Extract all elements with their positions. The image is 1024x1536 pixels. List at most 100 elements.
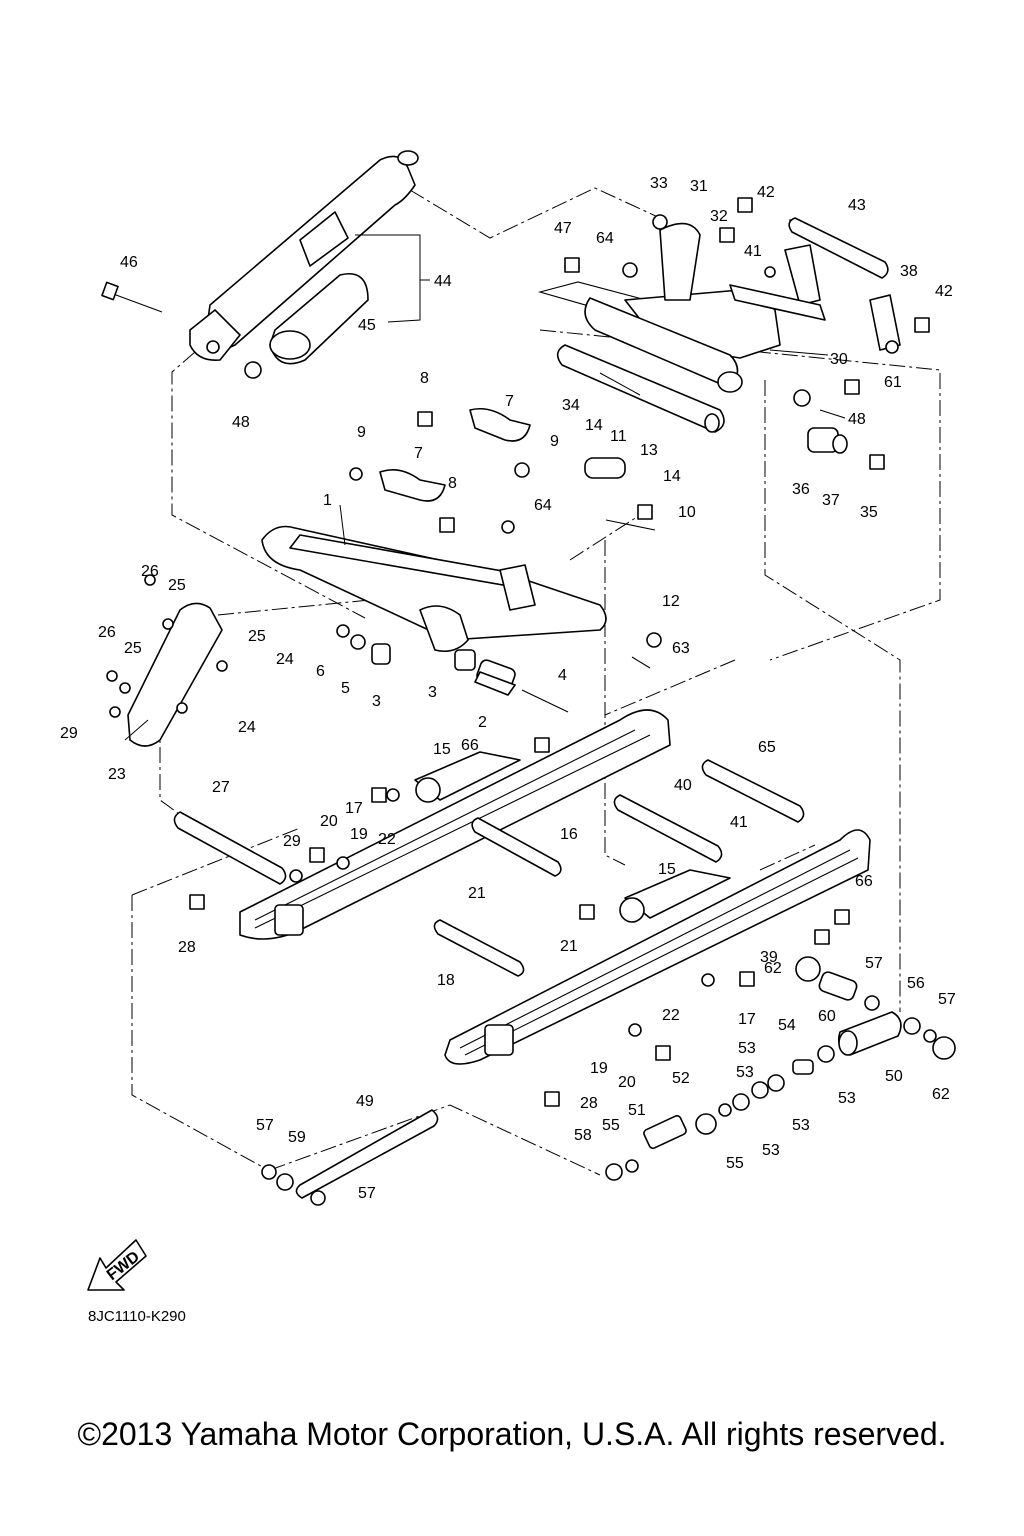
callout-label: 25 [248,628,266,645]
callout-label: 21 [468,885,486,902]
callout-label: 57 [938,991,956,1008]
callout-label: 61 [884,374,902,391]
callout-label: 19 [590,1060,608,1077]
shafts [173,217,889,1199]
callout-label: 26 [141,563,159,580]
callout-label: 64 [596,230,614,247]
callout-label: 17 [345,800,363,817]
callout-label: 62 [764,960,782,977]
callout-label: 34 [562,397,580,414]
callout-label: 53 [736,1064,754,1081]
link-plate [106,574,228,747]
callout-label: 8 [448,475,457,492]
callout-label: 55 [726,1155,744,1172]
callout-label: 39 [760,949,778,966]
callout-label: 20 [618,1074,636,1091]
callout-label: 29 [60,725,78,742]
leader-lines [124,234,846,741]
callout-label: 66 [855,873,873,890]
callout-label: 42 [935,283,953,300]
callout-label: 56 [907,975,925,992]
callout-label: 54 [778,1017,796,1034]
callout-label: 32 [710,208,728,225]
callout-label: 29 [283,833,301,850]
callout-label: 18 [437,972,455,989]
front-arm-assembly [261,407,662,713]
callout-label: 3 [372,693,381,710]
callout-label: 53 [792,1117,810,1134]
callout-label: 6 [316,663,325,680]
callout-label: 53 [738,1040,756,1057]
callout-label: 62 [932,1086,950,1103]
callout-label: 19 [350,826,368,843]
callout-label: 17 [738,1011,756,1028]
callout-label: 45 [358,317,376,334]
callout-label: 59 [288,1129,306,1146]
callout-label: 66 [461,737,479,754]
callout-label: 41 [730,814,748,831]
forward-arrow-icon: FWD [87,1239,147,1291]
callout-label: 4 [558,667,567,684]
callout-label: 23 [108,766,126,783]
callout-label: 12 [662,593,680,610]
callout-label: 53 [838,1090,856,1107]
callout-label: 64 [534,497,552,514]
rear-arm-assembly [537,214,901,454]
callout-label: 47 [554,220,572,237]
callout-label: 1 [323,492,332,509]
callout-label: 48 [848,411,866,428]
callout-label: 11 [610,428,627,445]
slide-rails [239,709,871,1065]
callout-label: 8 [420,370,429,387]
callout-label: 24 [276,651,294,668]
callout-label: 28 [580,1095,598,1112]
callout-label: 36 [792,481,810,498]
callout-label: 35 [860,504,878,521]
callout-label: 7 [414,445,423,462]
callout-label: 7 [505,393,514,410]
callout-label: 30 [830,351,848,368]
callout-label: 40 [674,777,692,794]
callout-label: 51 [628,1102,646,1119]
callout-label: 16 [560,826,578,843]
callout-label: 28 [178,939,196,956]
callout-label: 22 [662,1007,680,1024]
callout-label: 14 [585,417,603,434]
callout-label: 43 [848,197,866,214]
callout-label: 15 [433,741,451,758]
callout-label: 38 [900,263,918,280]
callout-label: 25 [168,577,186,594]
callout-label: 65 [758,739,776,756]
rear-shock-absorber [101,150,419,379]
callout-label: 25 [124,640,142,657]
callout-labels: 1 2 3 3 4 5 6 7 7 8 8 9 9 10 11 12 13 14… [60,175,956,1202]
callout-label: 57 [358,1185,376,1202]
assembly-guide-lines [131,187,941,1176]
callout-label: 50 [885,1068,903,1085]
callout-label: 55 [602,1117,620,1134]
callout-label: 49 [356,1093,374,1110]
callout-label: 15 [658,861,676,878]
callout-label: 24 [238,719,256,736]
diagram-code: 8JC1110-K290 [88,1308,186,1325]
callout-label: 3 [428,684,437,701]
callout-label: 42 [757,184,775,201]
copyright-notice: ©2013 Yamaha Motor Corporation, U.S.A. A… [77,1416,947,1452]
callout-label: 21 [560,938,578,955]
callout-label: 53 [762,1142,780,1159]
callout-label: 57 [865,955,883,972]
callout-label: 60 [818,1008,836,1025]
callout-label: 22 [378,831,396,848]
callout-label: 20 [320,813,338,830]
callout-label: 14 [663,468,681,485]
callout-label: 58 [574,1127,592,1144]
brackets-and-fasteners [189,197,930,1107]
callout-label: 44 [434,273,452,290]
callout-label: 63 [672,640,690,657]
rear-axle-fittings [261,956,956,1206]
callout-label: 9 [357,424,366,441]
callout-label: 5 [341,680,350,697]
callout-label: 46 [120,254,138,271]
callout-label: 10 [678,504,696,521]
